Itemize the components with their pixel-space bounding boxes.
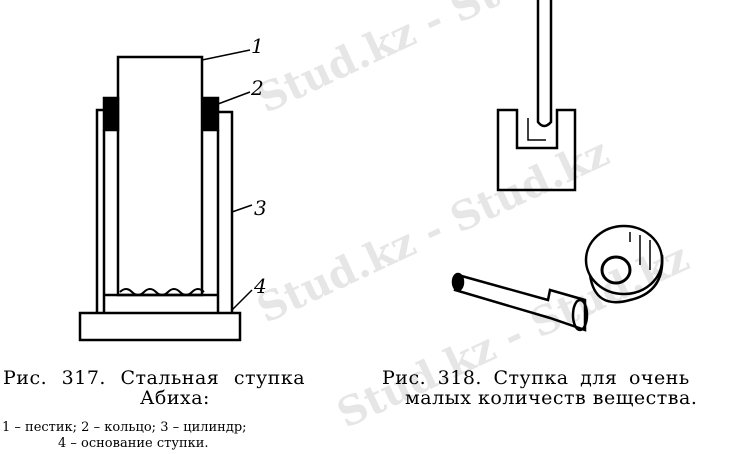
pestle-head-end <box>571 298 589 332</box>
legend-317-line2: 4 – основание ступки. <box>58 436 209 451</box>
figure-318-micro-mortar <box>451 0 664 332</box>
legend-317: 1 – пестик; 2 – кольцо; 3 – цилиндр; <box>2 420 247 435</box>
mortar-block <box>496 108 577 192</box>
ring-hole <box>600 255 632 285</box>
caption-318-line2: малых количеств вещества. <box>405 387 698 409</box>
leader-lines <box>201 49 253 311</box>
figure-317-abich-mortar <box>78 49 253 342</box>
ring-right <box>201 96 220 132</box>
mortar-base <box>78 311 242 342</box>
ground-sample <box>119 288 205 296</box>
mortar-recess-shading <box>527 118 546 141</box>
caption-318: Рис. 318. Ступка для очень <box>382 367 690 389</box>
label-1: 1 <box>251 34 264 58</box>
ring-left <box>102 96 120 132</box>
caption-317: Рис. 317. Стальная ступка <box>3 367 306 389</box>
ring-cylinder-side <box>588 254 664 304</box>
pestle <box>116 55 204 297</box>
label-2: 2 <box>251 76 264 100</box>
pestle-rod-tip <box>451 272 465 292</box>
pestle-stem <box>536 0 553 128</box>
label-3: 3 <box>254 196 267 220</box>
caption-317-line2: Абиха: <box>140 387 210 409</box>
label-4: 4 <box>254 274 267 298</box>
ring-knurling <box>629 232 651 270</box>
pestle-rod <box>453 273 587 332</box>
cylinder-outer <box>95 108 234 313</box>
